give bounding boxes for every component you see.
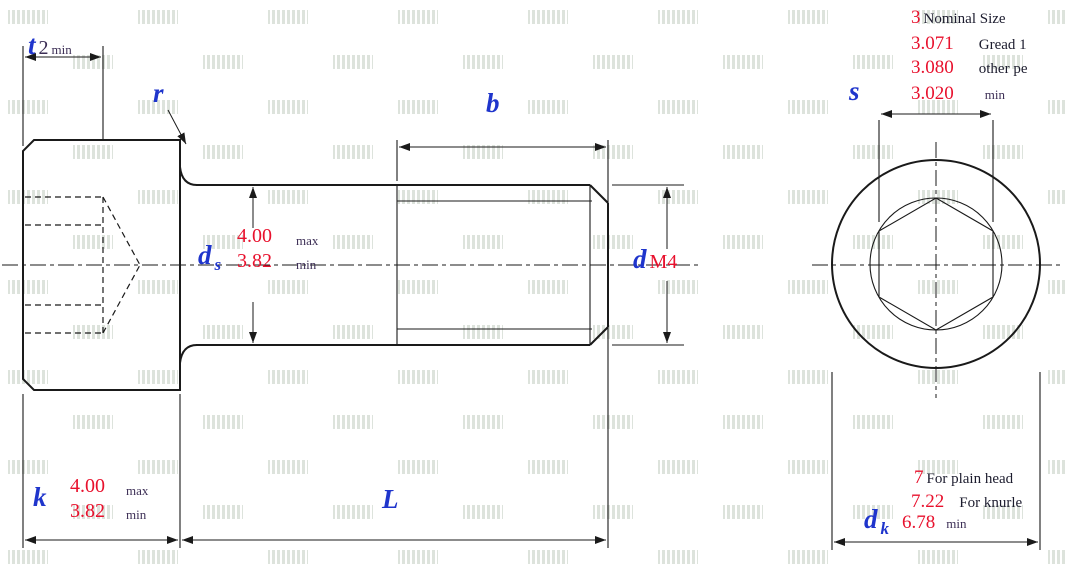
fillet-bottom bbox=[179, 344, 198, 364]
dim-s-max1-value: 3.071 bbox=[911, 33, 954, 54]
dim-ds-min-value: 3.82 bbox=[237, 250, 272, 272]
dim-t-qualifier: min bbox=[51, 42, 72, 57]
dim-k-min-value: 3.82 bbox=[70, 500, 105, 522]
dim-dk-subscript: k bbox=[880, 519, 890, 538]
dim-L-symbol: L bbox=[382, 484, 399, 514]
dim-ds-min-label: min bbox=[296, 257, 317, 272]
dim-k-symbol: k bbox=[33, 482, 47, 512]
dim-dk-row-knurled: 7.22 For knurle bbox=[911, 492, 1022, 511]
dim-dk-symbol: d bbox=[864, 504, 878, 534]
dim-k-min-label: min bbox=[126, 507, 147, 522]
dim-r-label: r bbox=[153, 80, 164, 107]
dim-s-row-max1: 3.071 Gread 1 bbox=[911, 34, 1027, 53]
end-chamfer-bottom bbox=[589, 326, 609, 346]
dim-s-max1-label: Gread 1 bbox=[978, 37, 1027, 53]
dim-d-value: M4 bbox=[649, 251, 678, 273]
dim-s-min-value: 3.020 bbox=[911, 83, 954, 104]
dim-b-label: b bbox=[486, 90, 500, 117]
dim-k-label: k bbox=[33, 484, 47, 511]
hex-socket-outline bbox=[878, 197, 994, 331]
dim-s-label: s bbox=[849, 78, 860, 105]
dim-s-nominal-label: Nominal Size bbox=[923, 11, 1006, 27]
dim-k-qualifiers: max min bbox=[126, 484, 148, 521]
dim-L-label: L bbox=[382, 486, 399, 513]
dim-dk-plain-label: For plain head bbox=[926, 471, 1014, 487]
dim-s-symbol: s bbox=[849, 76, 860, 106]
dim-s-nominal-value: 3 bbox=[911, 7, 921, 28]
dim-ds-max-value: 4.00 bbox=[237, 225, 272, 247]
dim-b-symbol: b bbox=[486, 88, 500, 118]
dim-t-value: 2 bbox=[38, 37, 49, 59]
dim-dk-knurled-label: For knurle bbox=[959, 495, 1023, 511]
dim-k-values: 4.00 3.82 bbox=[70, 476, 105, 521]
dim-ds-qualifiers: max min bbox=[296, 234, 318, 271]
dim-dk-plain-value: 7 bbox=[914, 467, 924, 488]
dim-ds-max-label: max bbox=[296, 233, 319, 248]
dim-s-max2-value: 3.080 bbox=[911, 57, 954, 78]
dim-ds-subscript: s bbox=[214, 255, 222, 274]
dim-ds-values: 4.00 3.82 bbox=[237, 226, 272, 271]
dim-s-max2-label: other pe bbox=[978, 61, 1028, 77]
end-chamfer-top bbox=[589, 184, 609, 204]
dim-t-symbol: t bbox=[28, 30, 36, 60]
dim-s-row-max2: 3.080 other pe bbox=[911, 58, 1027, 77]
dim-ds-symbol: d bbox=[198, 240, 212, 270]
dim-dk-min-value: 6.78 bbox=[902, 512, 936, 533]
dim-dk-knurled-value: 7.22 bbox=[911, 491, 945, 512]
dim-s-row-nominal: 3 Nominal Size bbox=[911, 8, 1006, 27]
head-circle bbox=[831, 159, 1041, 369]
dimension-lines bbox=[25, 53, 1038, 546]
fillet-top bbox=[179, 166, 198, 186]
dim-s-min-label: min bbox=[984, 87, 1005, 102]
dim-t-label: t 2 min bbox=[28, 32, 72, 59]
dim-k-max-value: 4.00 bbox=[70, 475, 105, 497]
dim-d-symbol: d bbox=[633, 244, 647, 274]
hex-socket-hidden-lines bbox=[25, 196, 141, 334]
dim-r-leader bbox=[167, 109, 187, 145]
dim-dk-min-label: min bbox=[946, 516, 967, 531]
extension-lines bbox=[22, 46, 1041, 550]
dim-r-symbol: r bbox=[153, 78, 164, 108]
dim-dk-row-plain: 7 For plain head bbox=[914, 468, 1013, 487]
dim-s-row-min: 3.020 min bbox=[911, 84, 1005, 103]
dim-d-label: d M4 bbox=[633, 246, 677, 273]
dim-k-max-label: max bbox=[126, 483, 149, 498]
